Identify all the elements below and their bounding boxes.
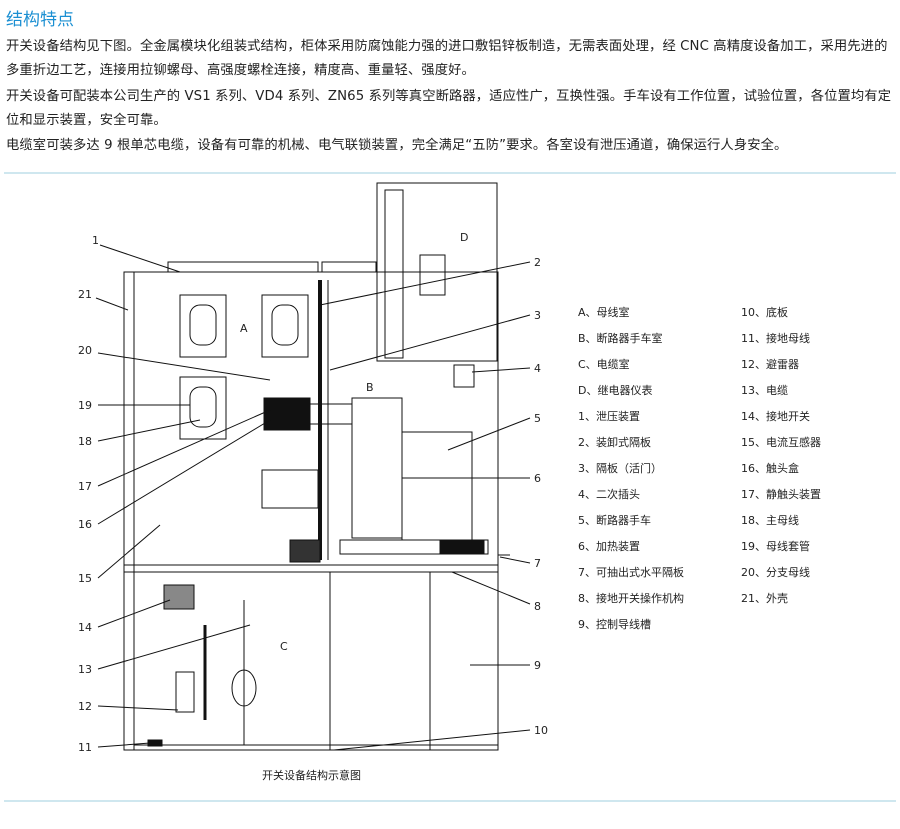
relay-meter bbox=[419, 254, 446, 296]
busbar-3 bbox=[189, 386, 217, 428]
legend-item: 12、避雷器 bbox=[741, 358, 799, 371]
relay-compartment bbox=[376, 182, 498, 362]
legend-item: 3、隔板（活门） bbox=[578, 462, 662, 475]
callout-16: 16 bbox=[78, 518, 92, 531]
label-compartment-b: B bbox=[366, 381, 374, 394]
label-compartment-a: A bbox=[240, 322, 248, 335]
legend-item: C、电缆室 bbox=[578, 358, 630, 371]
divider-bottom bbox=[4, 800, 896, 802]
legend-item: 7、可抽出式水平隔板 bbox=[578, 566, 684, 579]
callout-17: 17 bbox=[78, 480, 92, 493]
surge-arrester bbox=[175, 671, 195, 713]
legend-item: 11、接地母线 bbox=[741, 332, 810, 345]
busbar-1 bbox=[189, 304, 217, 346]
callout-10: 10 bbox=[534, 724, 548, 737]
relay-door bbox=[384, 189, 404, 359]
callout-14: 14 bbox=[78, 621, 92, 634]
legend-item: 20、分支母线 bbox=[741, 566, 810, 579]
legend-item: 8、接地开关操作机构 bbox=[578, 592, 684, 605]
callout-7: 7 bbox=[534, 557, 541, 570]
pressure-relief bbox=[167, 261, 319, 273]
bushing-2 bbox=[261, 294, 309, 358]
pressure-relief-right bbox=[321, 261, 377, 273]
current-transformer bbox=[261, 469, 319, 509]
legend-item: 13、电缆 bbox=[741, 384, 788, 397]
legend-item: D、继电器仪表 bbox=[578, 384, 653, 397]
legend-item: 21、外壳 bbox=[741, 592, 788, 605]
legend-item: 9、控制导线槽 bbox=[578, 618, 651, 631]
legend-item: 5、断路器手车 bbox=[578, 514, 651, 527]
heater bbox=[401, 431, 473, 541]
callout-15: 15 bbox=[78, 572, 92, 585]
paragraph-structure: 开关设备结构见下图。全金属模块化组装式结构，柜体采用防腐蚀能力强的进口敷铝锌板制… bbox=[6, 39, 888, 78]
busbar-2 bbox=[271, 304, 299, 346]
legend-item: 15、电流互感器 bbox=[741, 436, 821, 449]
contact-box bbox=[263, 397, 311, 431]
callout-9: 9 bbox=[534, 659, 541, 672]
leader-lines bbox=[95, 244, 531, 751]
diagram-caption: 开关设备结构示意图 bbox=[262, 769, 361, 782]
callout-1: 1 bbox=[92, 234, 99, 247]
legend-item: 4、二次插头 bbox=[578, 488, 640, 501]
callout-18: 18 bbox=[78, 435, 92, 448]
callout-5: 5 bbox=[534, 412, 541, 425]
callout-6: 6 bbox=[534, 472, 541, 485]
paragraph-cable-room: 电缆室可装多达 9 根单芯电缆，设备有可靠的机械、电气联锁装置，完全满足“五防”… bbox=[6, 138, 788, 153]
callout-13: 13 bbox=[78, 663, 92, 676]
secondary-plug bbox=[453, 364, 475, 388]
breaker-truck bbox=[351, 397, 403, 539]
callout-11: 11 bbox=[78, 741, 92, 754]
earth-bus bbox=[147, 739, 163, 747]
callout-12: 12 bbox=[78, 700, 92, 713]
earthing-comb bbox=[289, 539, 321, 563]
rail-block bbox=[439, 539, 485, 555]
callout-21: 21 bbox=[78, 288, 92, 301]
legend-item: A、母线室 bbox=[578, 306, 630, 319]
truck-base bbox=[339, 539, 489, 555]
legend-item: 17、静触头装置 bbox=[741, 488, 821, 501]
legend-item: 19、母线套管 bbox=[741, 540, 810, 553]
divider-top bbox=[4, 172, 896, 174]
label-compartment-c: C bbox=[280, 640, 288, 653]
legend-item: 16、触头盒 bbox=[741, 462, 799, 475]
paragraph-breakers: 开关设备可配装本公司生产的 VS1 系列、VD4 系列、ZN65 系列等真空断路… bbox=[6, 89, 892, 128]
legend-item: 2、装卸式隔板 bbox=[578, 436, 651, 449]
legend-item: 6、加热装置 bbox=[578, 540, 640, 553]
earthing-switch bbox=[163, 584, 195, 610]
legend-item: 1、泄压装置 bbox=[578, 410, 640, 423]
callout-20: 20 bbox=[78, 344, 92, 357]
legend-item: 10、底板 bbox=[741, 306, 788, 319]
legend-item: 18、主母线 bbox=[741, 514, 799, 527]
callout-2: 2 bbox=[534, 256, 541, 269]
callout-3: 3 bbox=[534, 309, 541, 322]
bushing-3 bbox=[179, 376, 227, 440]
static-contact bbox=[309, 403, 353, 425]
callout-8: 8 bbox=[534, 600, 541, 613]
label-compartment-d: D bbox=[460, 231, 468, 244]
section-title: 结构特点 bbox=[6, 10, 74, 30]
callout-19: 19 bbox=[78, 399, 92, 412]
callout-4: 4 bbox=[534, 362, 541, 375]
bushing-1 bbox=[179, 294, 227, 358]
legend-item: B、断路器手车室 bbox=[578, 332, 663, 345]
legend-item: 14、接地开关 bbox=[741, 410, 810, 423]
